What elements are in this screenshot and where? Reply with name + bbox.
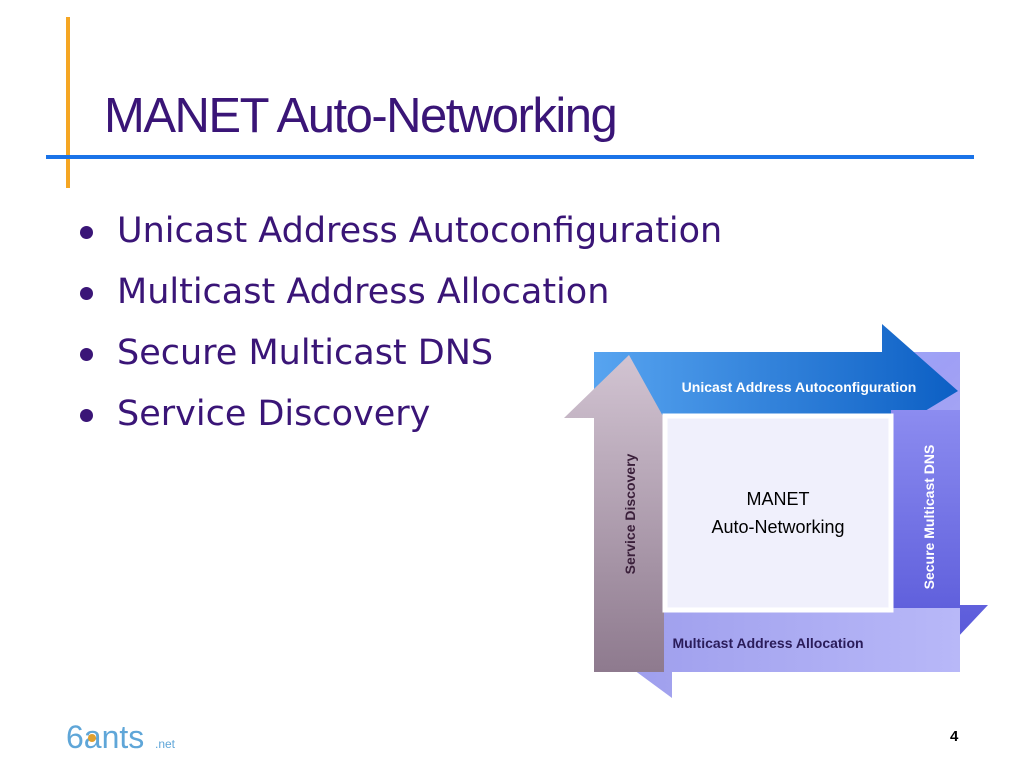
left-arrow xyxy=(564,355,664,672)
slide-title: MANET Auto-Networking xyxy=(104,89,618,143)
bottom-arrow xyxy=(596,588,960,698)
logo-brand-text: 6ants xyxy=(66,719,144,755)
left-arrow-label: Service Discovery xyxy=(622,453,638,574)
ant-icon xyxy=(88,734,96,742)
bullet-text: Secure Multicast DNS xyxy=(117,332,494,373)
bullet-dot-icon xyxy=(80,409,93,422)
bullet-item: Multicast Address Allocation xyxy=(80,261,722,322)
bullet-dot-icon xyxy=(80,226,93,239)
bullet-dot-icon xyxy=(80,348,93,361)
bullet-item: Service Discovery xyxy=(80,383,722,444)
bullet-dot-icon xyxy=(80,287,93,300)
bullet-list: Unicast Address Autoconfiguration Multic… xyxy=(80,200,722,444)
center-text-line2: Auto-Networking xyxy=(711,517,844,537)
top-arrow xyxy=(594,324,958,437)
title-accent-horizontal-line xyxy=(46,155,974,159)
bottom-arrow-label: Multicast Address Allocation xyxy=(672,635,863,651)
bullet-item: Unicast Address Autoconfiguration xyxy=(80,200,722,261)
bullet-item: Secure Multicast DNS xyxy=(80,322,722,383)
logo-suffix-text: .net xyxy=(155,737,176,751)
top-arrow-label: Unicast Address Autoconfiguration xyxy=(682,379,917,395)
right-arrow-label: Secure Multicast DNS xyxy=(921,445,937,590)
page-number: 4 xyxy=(950,728,959,745)
center-box xyxy=(662,413,894,613)
bullet-text: Multicast Address Allocation xyxy=(117,271,610,312)
center-text-line1: MANET xyxy=(747,489,810,509)
bullet-text: Unicast Address Autoconfiguration xyxy=(117,210,723,251)
title-accent-vertical-line xyxy=(66,17,70,188)
bullet-text: Service Discovery xyxy=(117,393,431,434)
6ants-logo: 6ants .net xyxy=(66,719,176,755)
